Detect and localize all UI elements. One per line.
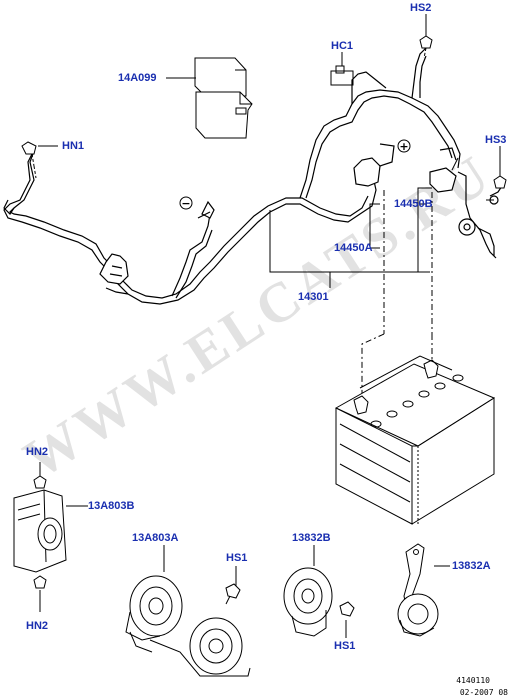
callout-13a803a: 13A803A <box>132 532 179 544</box>
callout-hc1: HC1 <box>331 40 354 52</box>
bolt-hn2-top <box>33 475 47 489</box>
callout-13a803b: 13A803B <box>88 500 135 512</box>
horns-13a803a <box>125 575 251 677</box>
callout-hn2-bottom: HN2 <box>26 620 49 632</box>
horn-13832a <box>397 543 439 637</box>
positive-sign: + <box>399 140 408 153</box>
bolt-hn2-bottom <box>33 575 47 589</box>
callout-hs3: HS3 <box>485 134 507 146</box>
date-code: 02-2007 08 <box>459 688 508 697</box>
callout-hn1: HN1 <box>62 140 85 152</box>
callout-14a099: 14A099 <box>118 72 157 84</box>
bolt-hs3 <box>493 146 507 189</box>
callout-14301: 14301 <box>298 291 329 303</box>
leader-lines <box>39 52 494 638</box>
callout-13832b: 13832B <box>292 532 331 544</box>
screw-hs1-left <box>225 583 241 605</box>
callout-hn2-top: HN2 <box>26 446 49 458</box>
horn-13832b <box>283 567 333 637</box>
clip-hc1 <box>330 58 354 86</box>
horn-module-13a803b <box>13 489 67 573</box>
callout-hs1-left: HS1 <box>226 552 248 564</box>
callout-14450b: 14450B <box>394 198 433 210</box>
drawing-number: 4140110 <box>456 676 490 685</box>
bolt-hn1 <box>21 141 58 179</box>
callout-13832a: 13832A <box>452 560 491 572</box>
negative-sign: − <box>181 197 190 210</box>
bolt-hs2 <box>419 14 433 59</box>
polarity-markers <box>179 139 411 210</box>
screw-hs1-right <box>339 601 355 617</box>
harness-14301 <box>3 45 503 305</box>
battery <box>334 355 496 525</box>
callout-14450a: 14450A <box>334 242 373 254</box>
callout-hs1-right: HS1 <box>334 640 356 652</box>
callout-hs2: HS2 <box>410 2 432 14</box>
module-14a099 <box>194 57 253 139</box>
